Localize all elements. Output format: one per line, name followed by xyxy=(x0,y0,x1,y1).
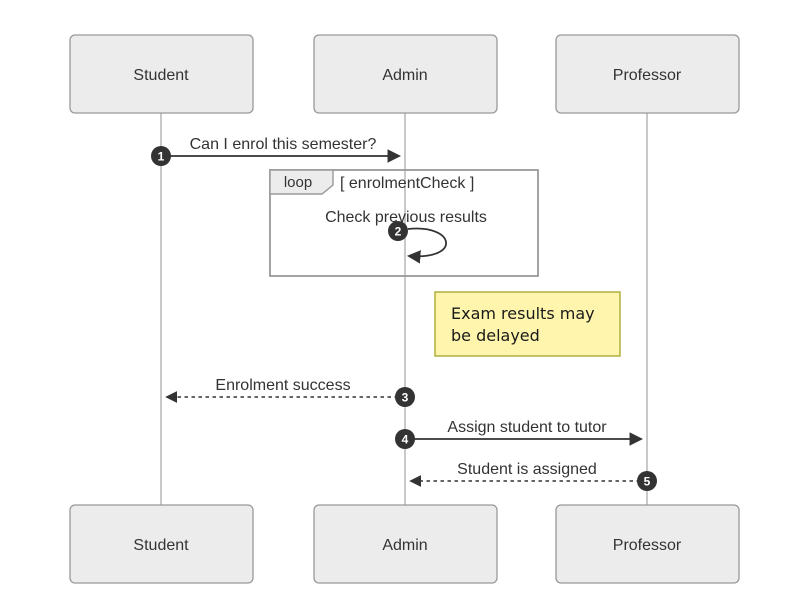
loop-label-tab xyxy=(269,169,334,195)
actor-bottom-professor: Professor xyxy=(555,504,740,584)
message-2-self-arrow xyxy=(406,227,447,264)
message-5-label: Student is assigned xyxy=(457,461,597,478)
loop-label: loop xyxy=(284,174,312,191)
actor-top-admin: Admin xyxy=(313,34,498,114)
actor-top-professor: Professor xyxy=(555,34,740,114)
message-2-seq-number: 2 xyxy=(395,225,402,239)
actor-box xyxy=(555,34,740,114)
message-3-seq-number: 3 xyxy=(402,391,409,405)
message-1-seq-number: 1 xyxy=(158,150,165,164)
actor-box xyxy=(69,504,254,584)
actor-box xyxy=(555,504,740,584)
message-1-seq-badge xyxy=(151,146,171,166)
actor-bottom-admin: Admin xyxy=(313,504,498,584)
loop-frame: loop [ enrolmentCheck ] xyxy=(269,169,539,277)
actor-bottom-student: Student xyxy=(69,504,254,584)
message-1-label: Can I enrol this semester? xyxy=(190,136,377,153)
message-5-seq-number: 5 xyxy=(644,475,651,489)
note-text-line-1: Exam results may xyxy=(451,304,595,323)
actor-label-student: Student xyxy=(133,67,189,84)
message-3: Enrolment success 3 xyxy=(165,377,415,407)
message-3-seq-badge xyxy=(395,387,415,407)
actor-label-student-bottom: Student xyxy=(133,537,189,554)
note: Exam results may be delayed xyxy=(434,291,621,357)
message-4-seq-badge xyxy=(395,429,415,449)
actor-label-admin: Admin xyxy=(382,67,427,84)
message-4: Assign student to tutor 4 xyxy=(395,419,644,449)
actor-top-student: Student xyxy=(69,34,254,114)
message-1: Can I enrol this semester? 1 xyxy=(151,136,402,166)
message-2-seq-badge xyxy=(388,221,408,241)
message-5: Student is assigned 5 xyxy=(409,461,657,491)
message-4-label: Assign student to tutor xyxy=(447,419,607,436)
note-box xyxy=(434,291,621,357)
actor-label-admin-bottom: Admin xyxy=(382,537,427,554)
message-4-seq-number: 4 xyxy=(402,433,409,447)
message-3-label: Enrolment success xyxy=(215,377,350,394)
message-2: Check previous results 2 xyxy=(325,209,487,264)
actor-box xyxy=(313,504,498,584)
loop-frame-rect xyxy=(269,169,539,277)
message-2-label: Check previous results xyxy=(325,209,487,226)
actor-box xyxy=(69,34,254,114)
loop-condition: [ enrolmentCheck ] xyxy=(340,175,474,192)
message-5-seq-badge xyxy=(637,471,657,491)
note-text-line-2: be delayed xyxy=(451,326,540,345)
actor-label-professor: Professor xyxy=(613,67,682,84)
actor-box xyxy=(313,34,498,114)
actor-label-professor-bottom: Professor xyxy=(613,537,682,554)
